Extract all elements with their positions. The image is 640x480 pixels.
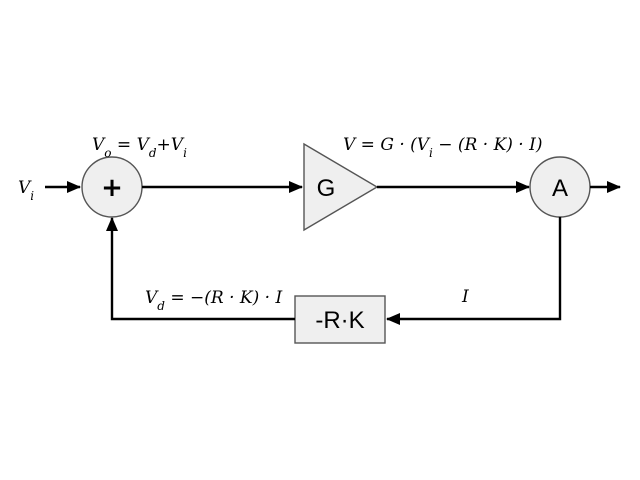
input-label: Vi bbox=[18, 178, 34, 203]
gain-label: G bbox=[317, 175, 336, 202]
current-label: I bbox=[461, 287, 469, 307]
feedback-to-summing-arrow bbox=[106, 217, 295, 321]
amplifier-block: A bbox=[529, 156, 591, 218]
feedback-block: -R·K bbox=[294, 295, 386, 344]
summing-junction: + bbox=[81, 156, 143, 218]
summing-equation: Vo = Vd+Vi bbox=[92, 135, 187, 160]
amplifier-label: A bbox=[552, 175, 568, 202]
feedback-equation: Vd = −(R · K) · I bbox=[145, 288, 282, 313]
amplifier-to-feedback-arrow bbox=[386, 217, 562, 325]
gain-block: G bbox=[303, 142, 379, 232]
feedback-block-label: -R·K bbox=[315, 307, 364, 334]
summing-plus-symbol: + bbox=[101, 173, 123, 203]
gain-equation: V = G · (Vi − (R · K) · I) bbox=[343, 135, 542, 160]
